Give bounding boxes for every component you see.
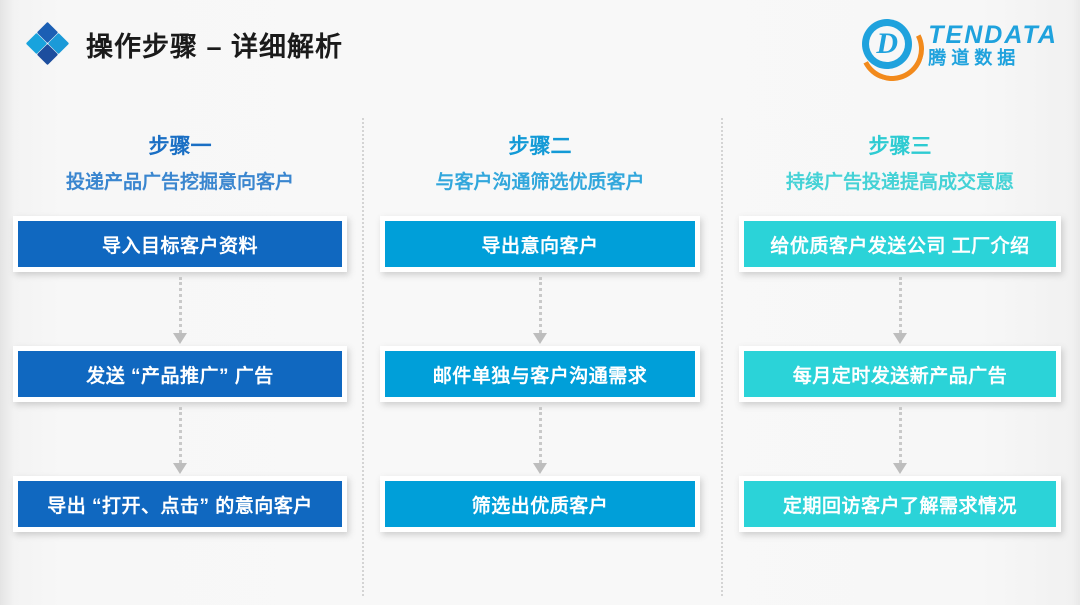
step-2-box-2[interactable]: 邮件单独与客户沟通需求: [380, 346, 700, 402]
step-1-boxes: 导入目标客户资料 发送 “产品推广” 广告 导出 “打开、点击” 的意向客户: [0, 216, 360, 532]
step-3-box-1[interactable]: 给优质客户发送公司 工厂介绍: [739, 216, 1061, 272]
step-2-title: 步骤二: [508, 135, 572, 158]
step-1-connector-1: [173, 272, 187, 346]
title-block: 操作步骤 – 详细解析: [25, 21, 344, 66]
step-1-box-1[interactable]: 导入目标客户资料: [13, 216, 347, 272]
step-2-box-1[interactable]: 导出意向客户: [380, 216, 700, 272]
step-2-box-3[interactable]: 筛选出优质客户: [380, 476, 700, 532]
step-3-boxes: 给优质客户发送公司 工厂介绍 每月定时发送新产品广告 定期回访客户了解需求情况: [720, 216, 1080, 532]
step-column-3: 步骤三 持续广告投递提高成交意愿 给优质客户发送公司 工厂介绍 每月定时发送新产…: [720, 118, 1080, 598]
diamond-cluster-icon: [25, 21, 70, 66]
step-3-box-2[interactable]: 每月定时发送新产品广告: [739, 346, 1061, 402]
logo-wordmark-cn: 腾道数据: [928, 48, 1021, 69]
step-1-box-2[interactable]: 发送 “产品推广” 广告: [13, 346, 347, 402]
step-3-title: 步骤三: [868, 135, 932, 158]
step-2-connector-2: [533, 402, 547, 476]
step-2-subtitle: 与客户沟通筛选优质客户: [435, 172, 645, 193]
logo-wordmark: TENDATA: [928, 21, 1058, 50]
page-title: 操作步骤 – 详细解析: [86, 31, 344, 62]
step-1-connector-2: [173, 402, 187, 476]
step-1-title: 步骤一: [148, 135, 212, 158]
tendata-logo: D TENDATA 腾道数据: [851, 8, 1058, 90]
logo-text: TENDATA 腾道数据: [928, 23, 1058, 69]
step-1-box-3[interactable]: 导出 “打开、点击” 的意向客户: [13, 476, 347, 532]
column-divider-2: [721, 118, 723, 596]
step-3-box-3[interactable]: 定期回访客户了解需求情况: [739, 476, 1061, 532]
step-3-connector-1: [893, 272, 907, 346]
step-2-boxes: 导出意向客户 邮件单独与客户沟通需求 筛选出优质客户: [360, 216, 720, 532]
step-column-2: 步骤二 与客户沟通筛选优质客户 导出意向客户 邮件单独与客户沟通需求 筛选出优质…: [360, 118, 720, 598]
step-3-connector-2: [893, 402, 907, 476]
step-1-subtitle: 投递产品广告挖掘意向客户: [65, 172, 294, 193]
step-2-connector-1: [533, 272, 547, 346]
logo-letter: D: [876, 27, 899, 60]
slide-header: 操作步骤 – 详细解析 D TENDATA 腾道数据: [0, 0, 1080, 100]
step-3-subtitle: 持续广告投递提高成交意愿: [785, 172, 1014, 193]
tendata-logo-mark-icon: D: [851, 8, 933, 90]
step-column-1: 步骤一 投递产品广告挖掘意向客户 导入目标客户资料 发送 “产品推广” 广告 导…: [0, 118, 360, 598]
steps-container: 步骤一 投递产品广告挖掘意向客户 导入目标客户资料 发送 “产品推广” 广告 导…: [0, 118, 1080, 598]
column-divider-1: [362, 118, 364, 596]
